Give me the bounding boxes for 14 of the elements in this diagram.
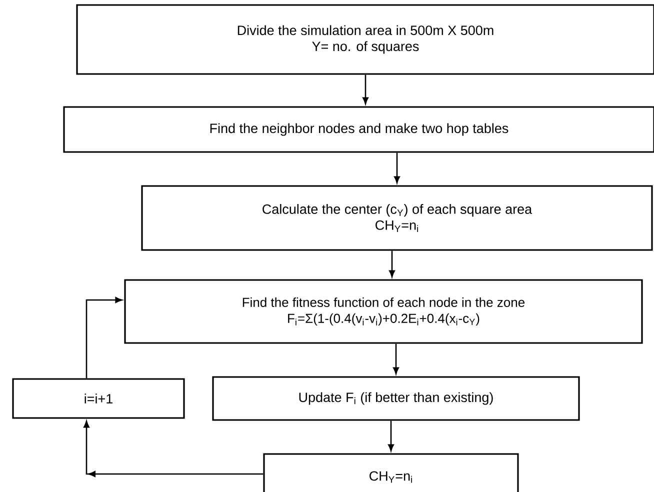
arrow [394,152,400,184]
process-box: Find the neighbor nodes and make two hop tables [63,106,654,153]
arrow [393,344,399,374]
arrow [389,250,395,278]
process-box: i=i+1 [12,378,185,419]
arrow [84,420,264,477]
process-box: Find the fitness function of each node in the zone F$_{i}$=Σ(1-(0.4(v$_{i}$-v$_{i}$)+0.2E$_{i}$+0.4(x$_{i}$-c$_{Y}$) [124,279,643,344]
arrow [388,420,394,452]
process-box: Update F$_{i}$ (if better than existing) [212,376,580,421]
arrow [86,297,122,378]
process-box: Calculate the center (c$_{Y}$) of each square area CH$_{Y}$=n$_{i}$ [141,185,653,251]
arrow [362,74,368,104]
process-box: Divide the simulation area in 500m X 500m Y= no. of squares [76,4,654,75]
process-box: CH$_{Y}$=n$_{i}$ [263,453,519,492]
